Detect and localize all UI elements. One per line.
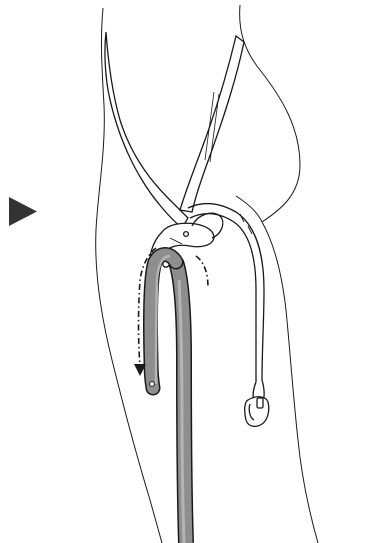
play-triangle-icon: [9, 197, 37, 226]
carabiner-icon: [245, 397, 269, 427]
rope: [150, 255, 186, 543]
leg-outline: [96, 5, 318, 543]
upper-sling: [105, 32, 244, 228]
